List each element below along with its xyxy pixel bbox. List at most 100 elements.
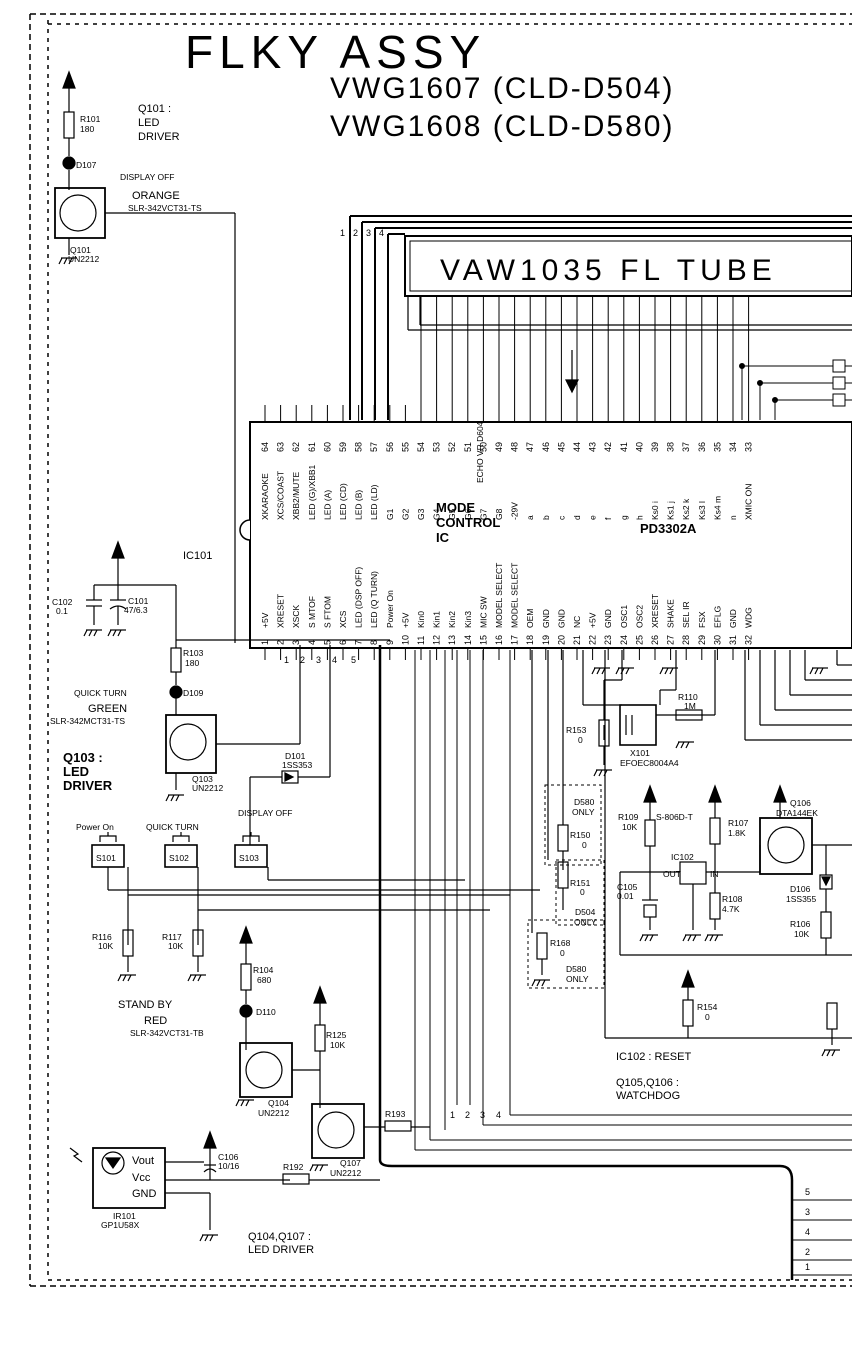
d580-only-2-label-1: D580 — [566, 964, 587, 974]
c101-value: 47/6.3 — [124, 605, 148, 615]
r150-value: 0 — [582, 840, 587, 850]
ground-symbol — [532, 980, 550, 986]
ic-func-1: MODE — [436, 500, 475, 515]
ic-top-pin-signal: LED (G)/XBB1 — [307, 464, 317, 520]
ic-bottom-pin-signal: Kin0 — [416, 611, 426, 628]
svg-text:5: 5 — [805, 1187, 810, 1197]
ic-top-pin-number: 39 — [650, 442, 660, 452]
ic-top-pin-number: 34 — [728, 442, 738, 452]
model-line-2: VWG1608 (CLD-D580) — [330, 110, 674, 143]
ic-bottom-pin-signal: GND — [556, 609, 566, 628]
ir-vout-pin: Vout — [132, 1155, 154, 1167]
d580-only-label-2: ONLY — [572, 807, 595, 817]
ic-bottom-pin-signal: XRESET — [650, 594, 660, 628]
q101-note-2: LED — [138, 117, 159, 129]
svg-text:1: 1 — [340, 228, 345, 238]
q103-part: UN2212 — [192, 783, 223, 793]
c102-value: 0.1 — [56, 606, 68, 616]
ic-bottom-pin-signal: WDG — [744, 607, 754, 628]
ic-bottom-pin: 22+5V — [588, 612, 598, 660]
r125-label: R125 — [326, 1030, 347, 1040]
ic-bottom-pin-number: 18 — [525, 635, 535, 645]
r106-value: 10K — [794, 929, 809, 939]
ic102-in-pin: IN — [710, 869, 719, 879]
ic102-note: IC102 : RESET — [616, 1051, 691, 1063]
ic-top-pin-signal: LED (LD) — [369, 484, 379, 520]
q107-ref: Q107 — [340, 1158, 361, 1168]
ic-bottom-pin-signal: MODEL SELECT — [494, 563, 504, 628]
ic-top-pin-number: 53 — [432, 442, 442, 452]
ic-top-pin-signal: Ks1 j — [666, 501, 676, 520]
ic-bottom-pin-signal: SHAKE — [666, 599, 676, 628]
ic-top-pin-number: 46 — [541, 442, 551, 452]
led-quick-turn-color: GREEN — [88, 703, 127, 715]
ic-top-pin-number: 37 — [681, 442, 691, 452]
ic-top-pin-number: 45 — [556, 442, 566, 452]
switch-display-off-label: DISPLAY OFF — [238, 808, 292, 818]
ic-bottom-pin-number: 31 — [728, 635, 738, 645]
r107-value: 1.8K — [728, 828, 746, 838]
r192-label: R192 — [283, 1162, 304, 1172]
ic-top-pin-number: 54 — [416, 442, 426, 452]
c105-value: 0.01 — [617, 891, 634, 901]
ic-func-3: IC — [436, 530, 450, 545]
q104-part: UN2212 — [258, 1108, 289, 1118]
ic-bottom-pin-number: 11 — [416, 636, 426, 645]
ic-bottom-pin-number: 25 — [634, 635, 644, 645]
ic-bottom-pin-number: 15 — [478, 635, 488, 645]
d580-only-2-label-2: ONLY — [566, 974, 589, 984]
ic-top-pin-signal: a — [525, 515, 535, 520]
ir-vcc-pin: Vcc — [132, 1172, 151, 1184]
ic-bottom-pin-signal: LED (Q TURN) — [369, 571, 379, 628]
r101-label: R101 — [80, 114, 101, 124]
ground-symbol — [594, 770, 612, 776]
echo-label: ECHO VR D604 — [475, 421, 485, 483]
s101-ref: S101 — [96, 853, 116, 863]
led-standby-color: RED — [144, 1015, 167, 1027]
ic-bottom-pin-signal: OEM — [525, 609, 535, 628]
ic-bottom-pin-signal: +5V — [588, 612, 598, 628]
r110-value: 1M — [684, 701, 696, 711]
q101-note-3: DRIVER — [138, 131, 180, 143]
r150-label: R150 — [570, 830, 591, 840]
d110-label: D110 — [256, 1007, 276, 1017]
ic-top-pin-signal: g — [619, 515, 629, 520]
connector-mid-labels: 1 2 3 4 5 — [284, 655, 356, 665]
led-standby-label: STAND BY — [118, 999, 173, 1011]
r108-label: R108 — [722, 894, 743, 904]
q105-q106-note-2: WATCHDOG — [616, 1090, 680, 1102]
d106-part: 1SS355 — [786, 894, 817, 904]
ic-bottom-pin-number: 10 — [400, 635, 410, 645]
ic-top-pin-signal: e — [588, 515, 598, 520]
r168-label: R168 — [550, 938, 571, 948]
q104-q107-note-2: LED DRIVER — [248, 1244, 314, 1256]
ic-top-pin-signal: Ks3 l — [697, 501, 707, 520]
ground-symbol — [616, 668, 634, 674]
led-quick-turn-label: QUICK TURN — [74, 688, 127, 698]
option-resistors — [532, 650, 568, 975]
switch-quick-turn-label: QUICK TURN — [146, 822, 199, 832]
ic102-label: IC102 — [671, 852, 694, 862]
d106-label: D106 — [790, 884, 811, 894]
ground-symbol — [188, 975, 206, 981]
ic-top-pin-number: 59 — [338, 442, 348, 452]
ic-top-pin-number: 61 — [307, 442, 317, 452]
ic-bottom-pin-number: 9 — [385, 640, 395, 645]
ic-top-pin-signal: h — [634, 515, 644, 520]
svg-text:4: 4 — [805, 1227, 810, 1237]
ic-top-pin-number: 56 — [385, 442, 395, 452]
ic-bottom-pin-signal: GND — [541, 609, 551, 628]
ic-top-pin-signal: XMIC ON — [744, 484, 754, 520]
ic-bottom-pin-signal: OSC1 — [619, 605, 629, 628]
ic-bottom-pin-number: 8 — [369, 640, 379, 645]
r125-value: 10K — [330, 1040, 345, 1050]
switches — [92, 832, 540, 972]
ic-bottom-pin-number: 17 — [510, 635, 520, 645]
d504-only-label-2: ONLY — [574, 917, 597, 927]
